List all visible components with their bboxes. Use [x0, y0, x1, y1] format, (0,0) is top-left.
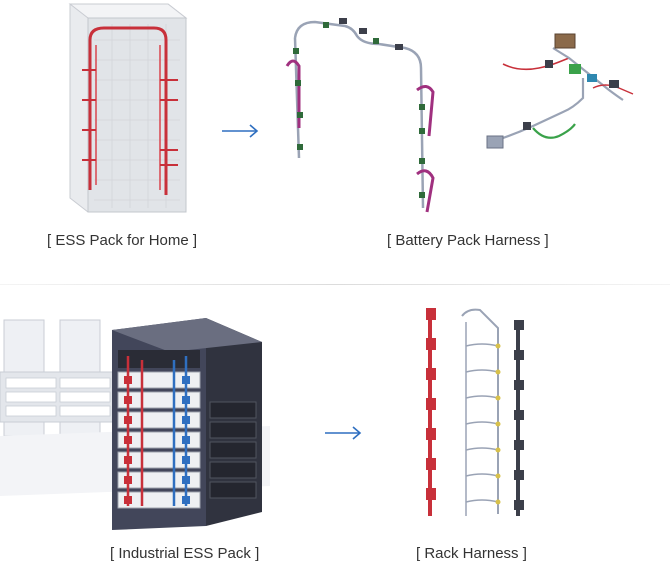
arrow-right-icon — [222, 124, 262, 138]
arrow-right-icon — [325, 426, 365, 440]
battery-harness-caption: [ Battery Pack Harness ] — [387, 232, 549, 249]
ess-home-pack-image — [60, 0, 190, 215]
section-divider — [0, 284, 670, 285]
battery-pack-harness-image — [283, 8, 653, 218]
rack-harness-image — [418, 302, 538, 524]
rack-harness-caption: [ Rack Harness ] — [416, 545, 527, 562]
industrial-caption: [ Industrial ESS Pack ] — [110, 545, 260, 562]
ess-home-caption: [ ESS Pack for Home ] — [47, 232, 198, 249]
industrial-ess-pack-image — [0, 316, 270, 536]
